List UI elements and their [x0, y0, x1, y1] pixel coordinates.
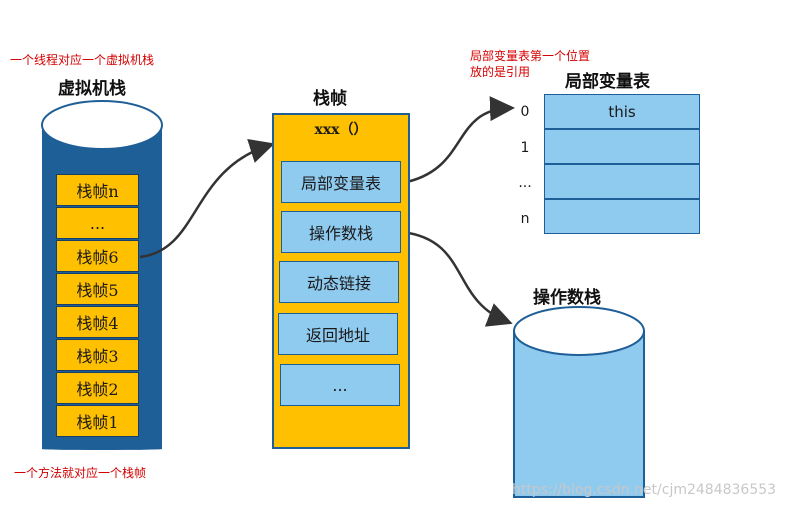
operand-stack-part: 操作数栈	[281, 211, 401, 253]
stack-frame-item: 栈帧n	[56, 174, 139, 206]
stack-frame-item: 栈帧3	[56, 339, 139, 371]
lv-index: 0	[520, 104, 530, 120]
local-variable-table-title: 局部变量表	[565, 72, 650, 92]
lv-index: n	[520, 211, 530, 227]
stack-frame-item: 栈帧2	[56, 372, 139, 404]
local-var-annotation-line2: 放的是引用	[470, 65, 531, 79]
stack-frame-item: 栈帧1	[56, 405, 139, 437]
arrow-operandstack-to-cylinder	[401, 230, 513, 327]
return-address-part: 返回地址	[278, 313, 398, 355]
method-label: xxx（）	[314, 122, 368, 138]
thread-annotation: 一个线程对应一个虚拟机栈	[10, 53, 155, 67]
local-variable-table-part: 局部变量表	[281, 161, 401, 203]
lv-index: 1	[520, 140, 530, 156]
stack-frame-item: 栈帧6	[56, 240, 139, 272]
operand-stack-cylinder	[513, 306, 645, 498]
ellipsis-part: ...	[280, 364, 400, 406]
lv-index: ...	[518, 175, 532, 191]
watermark: https://blog.csdn.net/cjm2484836553	[512, 482, 777, 498]
lv-slot: this	[544, 94, 700, 129]
lv-slot	[544, 164, 700, 199]
method-annotation: 一个方法就对应一个栈帧	[14, 466, 147, 480]
lv-slot	[544, 199, 700, 234]
local-var-annotation-line1: 局部变量表第一个位置	[470, 49, 591, 63]
dynamic-linking-part: 动态链接	[279, 261, 399, 303]
arrow-frame-to-stackframe	[139, 139, 275, 259]
stack-frame-item: 栈帧5	[56, 273, 139, 305]
stack-frame-title: 栈帧	[313, 89, 347, 109]
stack-frame-item: ...	[56, 207, 139, 239]
arrow-localvars-to-table	[401, 96, 515, 185]
stack-frame-item: 栈帧4	[56, 306, 139, 338]
operand-stack-title: 操作数栈	[533, 288, 601, 308]
lv-slot	[544, 129, 700, 164]
jvm-stack-title: 虚拟机栈	[58, 79, 126, 99]
